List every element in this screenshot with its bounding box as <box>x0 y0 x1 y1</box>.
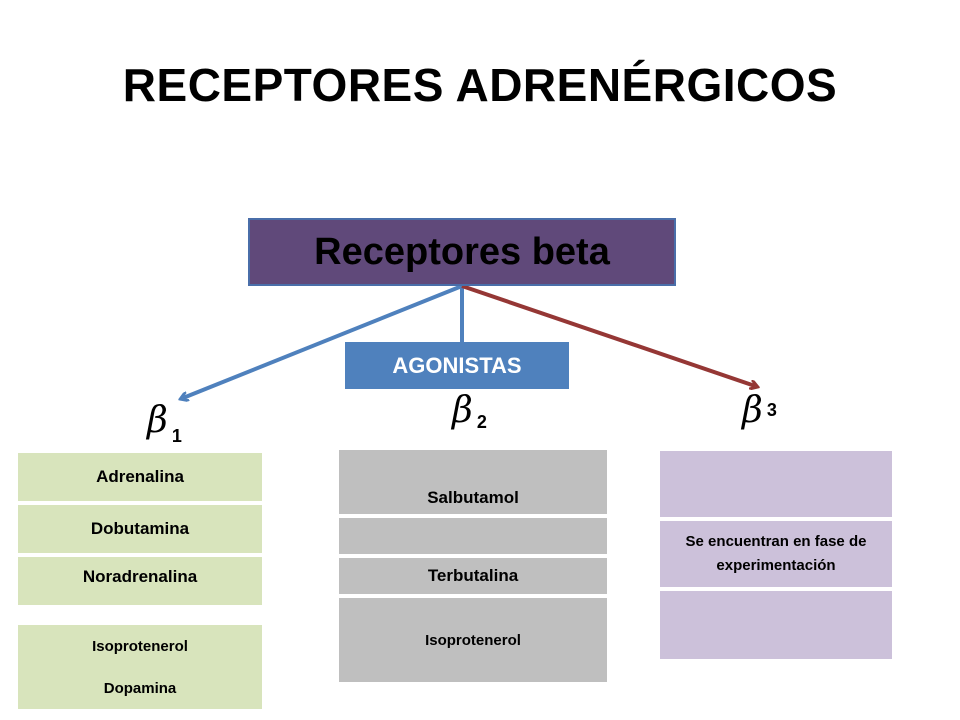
beta1-label: β 1 <box>147 400 182 446</box>
list-item: Noradrenalina <box>18 557 262 605</box>
list-item: Se encuentran en fase de experimentación <box>660 521 892 587</box>
beta2-agonists-list: Salbutamol Terbutalina Isoprotenerol <box>339 450 607 682</box>
beta-symbol: β <box>147 400 168 441</box>
beta-symbol: β <box>452 390 473 431</box>
beta3-info-list: Se encuentran en fase de experimentación <box>660 451 892 659</box>
receptores-beta-box: Receptores beta <box>248 218 676 286</box>
beta-subscript: 1 <box>171 426 182 446</box>
list-item: Isoprotenerol <box>92 637 188 655</box>
list-item: Terbutalina <box>339 558 607 594</box>
beta-subscript: 2 <box>476 412 487 432</box>
list-item <box>660 591 892 659</box>
list-item: Adrenalina <box>18 453 262 501</box>
beta-symbol: β <box>742 390 763 431</box>
list-item: Dobutamina <box>18 505 262 553</box>
list-item-group: Isoprotenerol Dopamina <box>18 625 262 709</box>
beta3-label: β 3 <box>742 390 777 431</box>
slide-title: RECEPTORES ADRENÉRGICOS <box>122 59 838 111</box>
beta-subscript: 3 <box>766 400 777 420</box>
beta2-label: β 2 <box>452 390 487 432</box>
list-item: Dopamina <box>103 679 177 697</box>
arrow-to-beta1 <box>183 284 463 398</box>
list-item <box>339 518 607 554</box>
agonistas-box: AGONISTAS <box>345 342 569 389</box>
list-item: Isoprotenerol <box>339 598 607 682</box>
list-item <box>660 451 892 517</box>
list-item: Salbutamol <box>339 450 607 514</box>
arrow-to-beta3 <box>461 284 755 386</box>
beta1-agonists-list: Adrenalina Dobutamina Noradrenalina Isop… <box>18 453 262 709</box>
